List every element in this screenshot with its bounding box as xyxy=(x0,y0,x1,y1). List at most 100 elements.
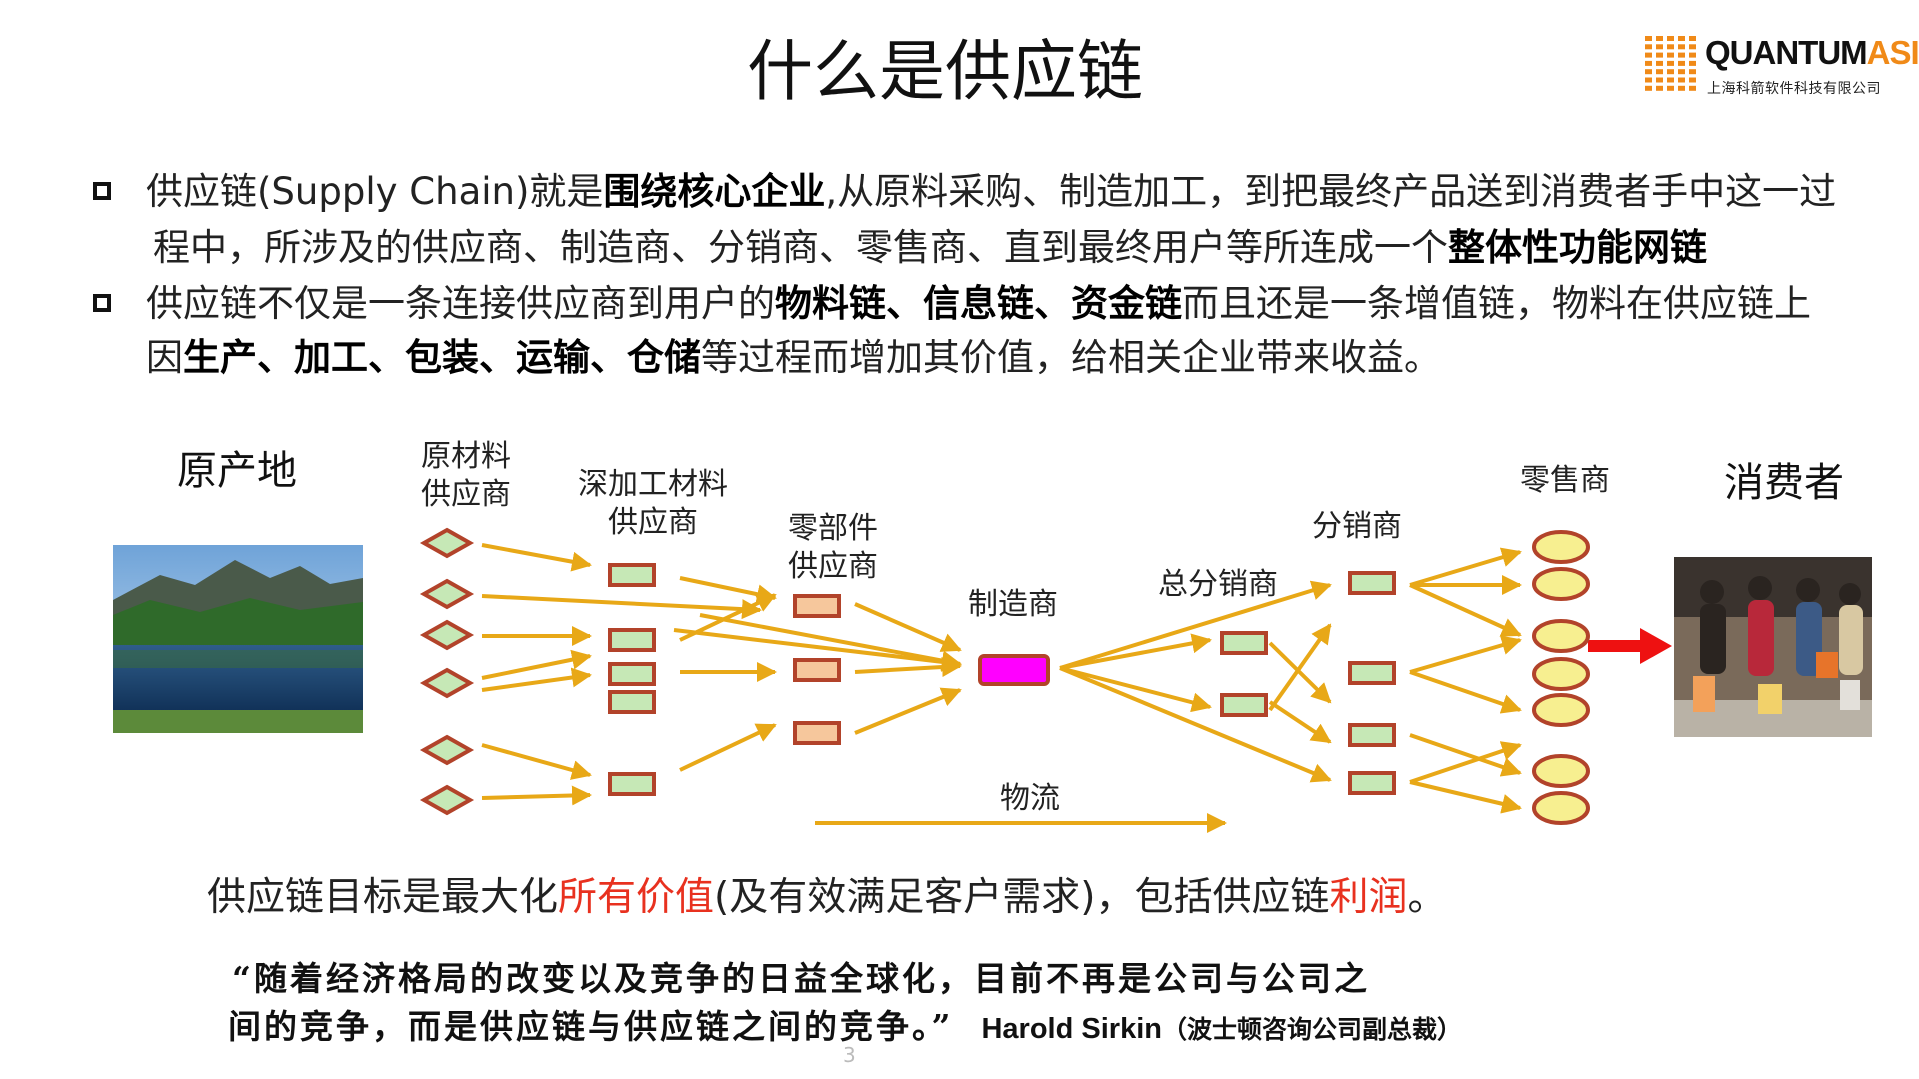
page-title: 什么是供应链 xyxy=(747,33,1143,110)
logo-dots-icon xyxy=(1645,36,1696,91)
general-distributor-node xyxy=(1220,631,1268,655)
logo-dot xyxy=(1678,85,1685,91)
logo-subtitle: 上海科箭软件科技有限公司 xyxy=(1707,81,1881,97)
logo-dot xyxy=(1645,85,1652,91)
flow-arrow xyxy=(1059,633,1212,670)
goal-text-c: 。 xyxy=(1407,875,1447,920)
flow-arrow xyxy=(1409,547,1522,587)
quote-author-name: Harold Sirkin xyxy=(981,1013,1162,1045)
flow-arrow xyxy=(1268,700,1332,744)
bullet-1-text-c: 程中，所涉及的供应商、制造商、分销商、零售商、直到最终用户等所连成一个 xyxy=(153,226,1448,269)
logo-dot xyxy=(1656,44,1663,50)
parts-supplier-node xyxy=(793,658,841,682)
manufacturer-node xyxy=(978,654,1050,686)
distributor-node xyxy=(1348,771,1396,795)
retailer-node xyxy=(1532,657,1590,691)
quote-line-1: “随着经济格局的改变以及竞争的日益全球化，目前不再是公司与公司之 xyxy=(232,959,1370,998)
goal-highlight-profit: 利润 xyxy=(1329,875,1408,920)
retailer-node xyxy=(1532,530,1590,564)
logo-dot xyxy=(1645,36,1652,41)
flow-arrow xyxy=(481,594,762,620)
label-parts-supplier-line-1: 零部件 xyxy=(788,511,878,546)
deep-supplier-node xyxy=(608,628,656,652)
flow-arrow xyxy=(1409,670,1522,714)
bullet-1-line-2: 程中，所涉及的供应商、制造商、分销商、零售商、直到最终用户等所连成一个整体性功能… xyxy=(153,220,1707,276)
label-parts-supplier: 零部件供应商 xyxy=(788,510,878,586)
label-raw-supplier: 原材料供应商 xyxy=(421,438,511,514)
bullet-marker-2 xyxy=(93,294,111,312)
goal-highlight-value: 所有价值 xyxy=(558,875,715,920)
raw-supplier-node xyxy=(419,578,475,610)
logo-dot xyxy=(1645,44,1652,50)
label-logistics: 物流 xyxy=(1000,781,1060,816)
label-raw-supplier-line-2: 供应商 xyxy=(421,477,511,512)
page-number: 3 xyxy=(843,1043,856,1067)
label-distributor: 分销商 xyxy=(1312,509,1402,544)
logo-dot xyxy=(1656,77,1663,83)
deep-supplier-node xyxy=(608,690,656,714)
logo-dot xyxy=(1656,52,1663,58)
logo-dot xyxy=(1656,69,1663,75)
flow-arrow xyxy=(699,613,962,671)
retailer-node xyxy=(1532,567,1590,601)
logo-dot xyxy=(1667,44,1674,50)
logo-dot xyxy=(1678,52,1685,58)
deep-supplier-node xyxy=(608,662,656,686)
bullet-2-bold-a: 物料链、信息链、资金链 xyxy=(775,282,1182,325)
flow-arrow xyxy=(481,543,592,572)
label-deep-supplier-line-1: 深加工材料 xyxy=(578,467,728,502)
bullet-1-bold-b: 整体性功能网链 xyxy=(1448,226,1707,269)
parts-supplier-node xyxy=(793,721,841,745)
flow-arrow xyxy=(1268,623,1332,712)
quote-author: Harold Sirkin（波士顿咨询公司副总裁） xyxy=(981,1013,1462,1045)
flow-arrow xyxy=(481,785,592,806)
label-consumer: 消费者 xyxy=(1724,460,1844,506)
distributor-node xyxy=(1348,661,1396,685)
logo-dot xyxy=(1689,52,1696,58)
flow-arrow xyxy=(679,723,777,772)
retailer-node xyxy=(1532,791,1590,825)
flow-arrow xyxy=(481,649,592,680)
flow-arrow xyxy=(1409,583,1522,637)
flow-arrow xyxy=(854,602,962,652)
flow-arrow xyxy=(1409,741,1522,784)
bullet-2-bold-b: 生产、加工、包装、运输、仓储 xyxy=(183,336,701,379)
flow-arrow xyxy=(673,628,962,672)
consumer-arrow-head xyxy=(1640,628,1672,664)
logo-dot xyxy=(1678,36,1685,41)
bullet-marker-1 xyxy=(93,182,111,200)
logo-dot xyxy=(1667,60,1674,66)
deep-supplier-node xyxy=(608,772,656,796)
bullet-1-bold-a: 围绕核心企业 xyxy=(603,170,826,213)
logo-dot xyxy=(1689,85,1696,91)
consumer-shoppers-image xyxy=(1674,557,1872,737)
flow-arrow xyxy=(1268,641,1332,704)
company-logo: QUANTUMASIA 上海科箭软件科技有限公司 xyxy=(1645,32,1919,102)
logo-dot xyxy=(1645,77,1652,83)
retailer-node xyxy=(1532,754,1590,788)
bullet-1-text-a: 供应链(Supply Chain)就是 xyxy=(146,170,604,213)
logo-brand-asia: ASIA xyxy=(1866,34,1919,71)
goal-text-b: (及有效满足客户需求)，包括供应链 xyxy=(714,875,1330,920)
raw-supplier-node xyxy=(419,527,475,559)
logo-dot xyxy=(1678,77,1685,83)
bullet-2-text-b: 而且还是一条增值链，物料在供应链上 xyxy=(1182,282,1811,325)
flow-arrow xyxy=(1409,780,1522,814)
origin-landscape-image xyxy=(113,545,363,733)
raw-supplier-node xyxy=(419,619,475,651)
goal-text-a: 供应链目标是最大化 xyxy=(207,875,559,920)
raw-supplier-node xyxy=(419,784,475,816)
flow-arrow xyxy=(679,576,777,605)
logo-dot xyxy=(1678,60,1685,66)
label-retailer: 零售商 xyxy=(1520,463,1610,498)
deep-supplier-node xyxy=(608,563,656,587)
label-origin: 原产地 xyxy=(177,448,297,494)
bullet-2-text-d: 等过程而增加其价值，给相关企业带来收益。 xyxy=(701,336,1441,379)
flow-arrow xyxy=(1059,666,1212,713)
flow-arrow xyxy=(1059,580,1332,670)
logo-dot xyxy=(1678,69,1685,75)
logo-dot xyxy=(1667,85,1674,91)
label-deep-supplier: 深加工材料供应商 xyxy=(568,466,738,542)
label-parts-supplier-line-2: 供应商 xyxy=(788,549,878,584)
